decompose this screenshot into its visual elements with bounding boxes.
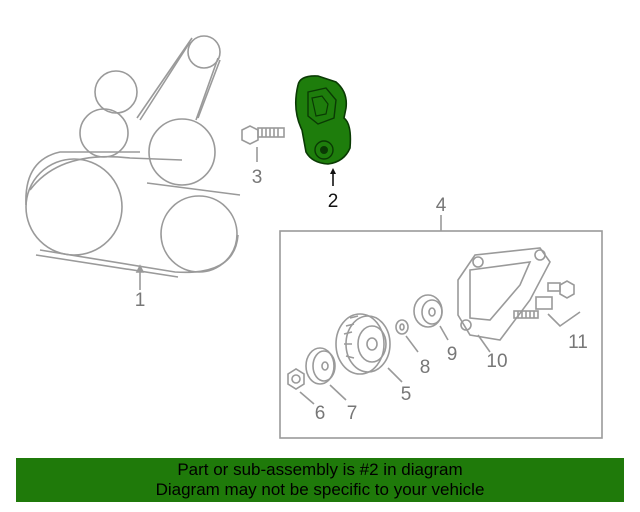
callout-leader-9: [439, 325, 449, 341]
callout-4: 4: [436, 195, 447, 216]
callout-8: 8: [420, 357, 431, 378]
pulley-assembly-box: [279, 230, 603, 439]
callout-leader-7: [329, 384, 347, 401]
callout-leader-5: [387, 367, 403, 383]
idler-pulley-9[interactable]: [413, 294, 443, 328]
callout-arrow-2: [330, 168, 336, 174]
tensioner-bolt[interactable]: [241, 125, 285, 145]
disclaimer-banner: Part or sub-assembly is #2 in diagram Di…: [16, 458, 624, 502]
callout-leader-10: [477, 334, 491, 353]
callout-9: 9: [447, 344, 458, 365]
callout-leader-6: [299, 391, 315, 405]
tensioner-bracket[interactable]: [457, 247, 551, 341]
serpentine-belt[interactable]: [25, 35, 241, 278]
callout-5: 5: [401, 384, 412, 405]
callout-1: 1: [135, 290, 146, 311]
parts-diagram: 1 2 3 4 5 6 7 8 9 10 11: [25, 35, 603, 439]
callout-leader-11: [547, 311, 581, 328]
pulley-nut-6[interactable]: [287, 368, 305, 390]
idler-pulley-7[interactable]: [305, 347, 336, 385]
callout-6: 6: [315, 403, 326, 424]
grooved-pulley-5[interactable]: [335, 313, 391, 375]
callout-2: 2: [328, 191, 339, 212]
washer-8[interactable]: [395, 319, 409, 335]
callout-7: 7: [347, 403, 358, 424]
callout-arrow-1: [135, 264, 145, 273]
callout-3: 3: [252, 167, 263, 188]
callout-10: 10: [486, 351, 507, 372]
banner-line-2: Diagram may not be specific to your vehi…: [155, 480, 485, 499]
callout-leader-8: [405, 335, 419, 353]
callout-11: 11: [568, 332, 588, 353]
banner-line-1: Part or sub-assembly is #2 in diagram: [177, 460, 463, 479]
belt-tensioner-highlighted[interactable]: [294, 75, 352, 165]
bracket-bolts[interactable]: [513, 280, 575, 319]
